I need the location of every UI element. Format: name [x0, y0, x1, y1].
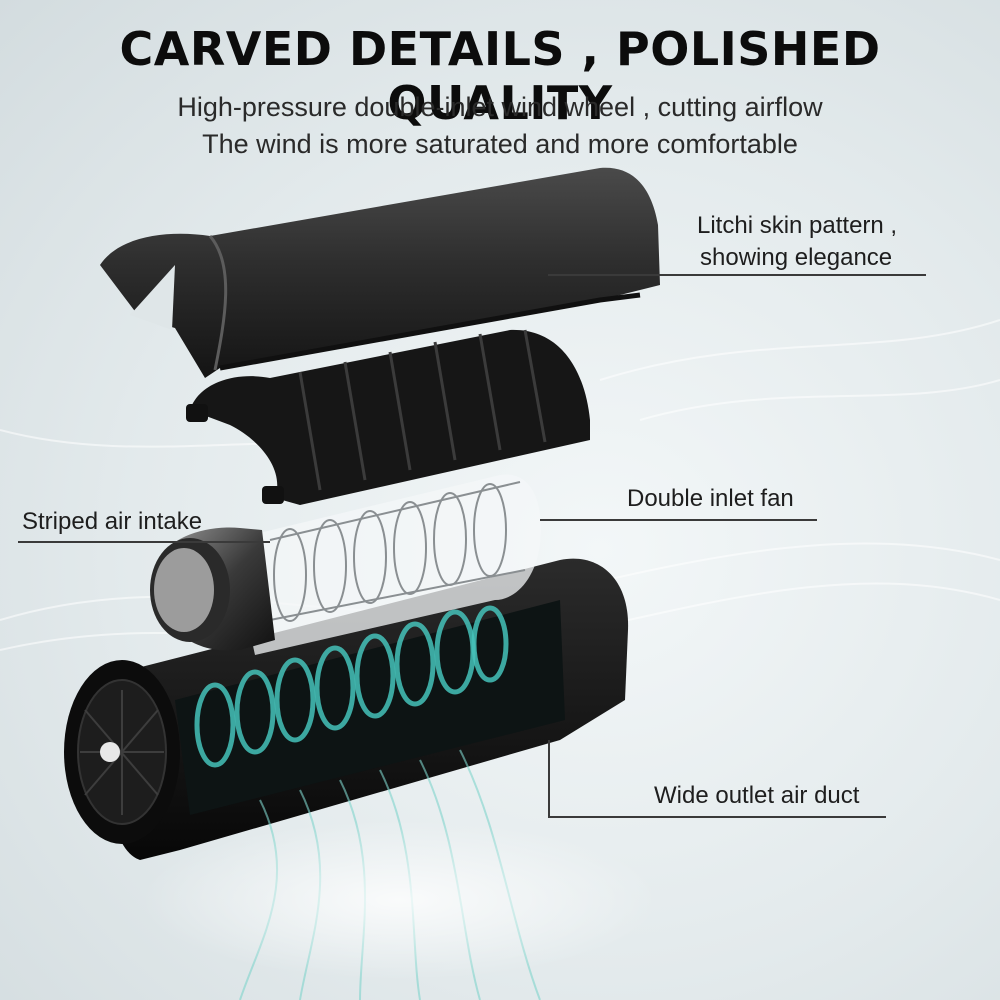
- top-cover: [100, 167, 660, 378]
- mist-glow: [140, 820, 660, 980]
- callout-wide-outlet: Wide outlet air duct: [654, 782, 860, 809]
- callout-wide-outlet-leader: [548, 816, 886, 818]
- subtitle-line-2: The wind is more saturated and more comf…: [202, 129, 798, 159]
- callout-striped-intake: Striped air intake: [22, 508, 203, 535]
- callout-double-inlet: Double inlet fan: [627, 485, 794, 512]
- callout-wide-outlet-vertical-leader: [548, 740, 550, 818]
- airflow-coils: [194, 605, 509, 768]
- headline: CARVED DETAILS , POLISHED QUALITY: [119, 22, 881, 130]
- callout-double-inlet-leader: [540, 519, 817, 521]
- subtitle-line-1: High-pressure double-inlet wind wheel , …: [177, 92, 823, 122]
- ribbed-inner-shell: [186, 329, 590, 505]
- callout-striped-intake-leader: [18, 541, 270, 543]
- callout-litchi-leader: [548, 274, 926, 276]
- double-inlet-fan-wheel: [150, 474, 541, 655]
- callout-litchi-line-2: showing elegance: [700, 244, 893, 271]
- callout-litchi-line-1: Litchi skin pattern ,: [697, 212, 898, 239]
